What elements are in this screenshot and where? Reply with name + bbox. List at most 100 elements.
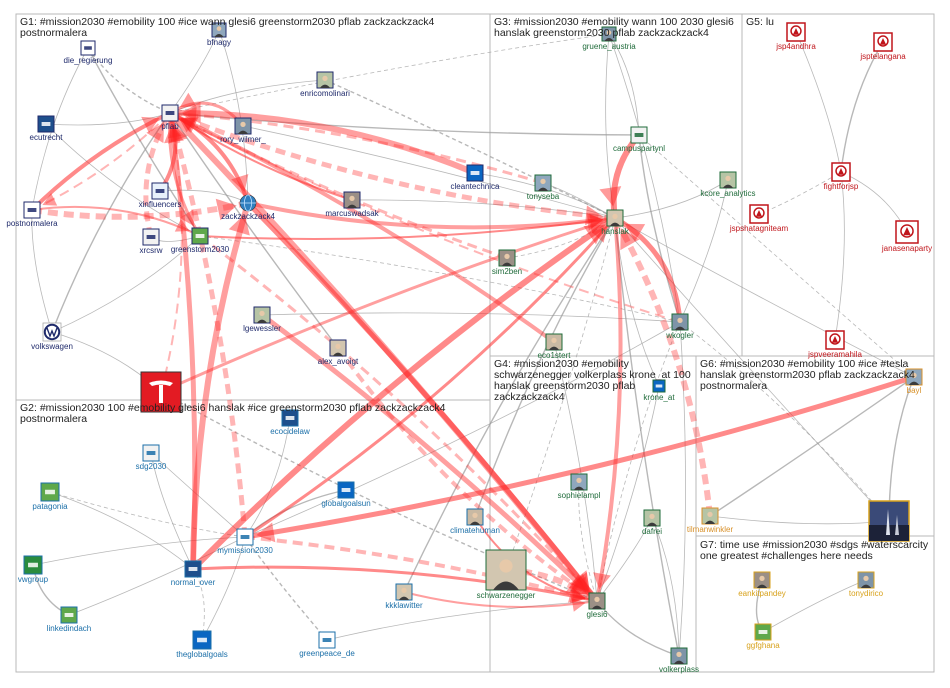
node-xrcsrw[interactable]: xrcsrw — [139, 228, 163, 255]
node-cleantechnica[interactable]: cleantechnica — [451, 164, 500, 191]
arrowhead-climatehuman-glesi6 — [571, 589, 586, 604]
node-greenstorm2030[interactable]: greenstorm2030 — [171, 227, 230, 254]
node-tonyseba[interactable]: tonyseba — [527, 174, 560, 201]
node-kcore_analytics[interactable]: kcore_analytics — [700, 171, 756, 198]
node-label-bfnagy: bfnagy — [207, 38, 231, 47]
node-tonydirico[interactable]: tonydirico — [849, 571, 884, 598]
node-rocket[interactable] — [868, 500, 910, 542]
edge-red-tesla-hanslak — [160, 216, 616, 394]
edge-red-normal_over-hanslak — [190, 215, 617, 572]
edge-red-postnormalera-pflab — [30, 111, 171, 212]
edge-gray-linkedindach-mymission2030 — [68, 536, 246, 616]
node-sim2ben[interactable]: sim2ben — [492, 249, 522, 276]
node-bfnagy[interactable]: bfnagy — [207, 22, 231, 47]
edge-gray-jspveeramahila-fightforjsp — [834, 171, 845, 341]
edge-red-tilmanwinkler-hanslak — [612, 216, 713, 517]
org-logo-icon — [281, 409, 299, 427]
g3-title-line-2: hanslak greenstorm2030 pflab zackzackzac… — [494, 27, 709, 39]
node-jspshatagniteam[interactable]: jspshatagniteam — [729, 204, 789, 233]
g4-title-line-3: hanslak greenstorm2030 pflab — [494, 380, 635, 392]
arrowhead-normal_over-hanslak — [583, 224, 606, 245]
edge-gray-climatehuman-hanslak — [474, 217, 616, 518]
arrowhead-pflab-greenstorm2030 — [179, 209, 194, 227]
edge-red-kkklawitter-glesi6 — [403, 591, 598, 608]
g1-title-line-2: postnormalera — [20, 27, 87, 39]
edge-gray-ecutrecht-pflab — [45, 112, 171, 126]
node-globalgoalsun[interactable]: globalgoalsun — [321, 481, 371, 508]
node-jsptelangana[interactable]: jsptelangana — [859, 32, 906, 61]
node-dafrei[interactable]: dafrei — [642, 509, 662, 536]
edge-gray-tilmanwinkler-bayl — [709, 376, 915, 517]
node-patagonia[interactable]: patagonia — [32, 482, 68, 511]
node-postnormalera[interactable]: postnormalera — [6, 201, 58, 228]
edge-gray-krone_at-glesi6 — [596, 385, 660, 602]
node-theglobalgoals[interactable]: theglobalgoals — [176, 630, 228, 659]
node-hanslak[interactable]: hanslak — [601, 209, 630, 236]
edge-gray-tonydirico-ggfghana — [762, 579, 867, 633]
node-mymission2030[interactable]: mymission2030 — [217, 528, 273, 555]
node-label-linkedindach: linkedindach — [47, 624, 91, 633]
arrowhead-pflab-zackzackzack4 — [231, 173, 249, 192]
party-logo-icon — [749, 204, 769, 224]
node-enricomolinari[interactable]: enricomolinari — [300, 71, 350, 98]
group-title-g3: G3: #mission2030 #emobility wann 100 203… — [494, 16, 737, 39]
edges-gray — [31, 29, 915, 657]
node-bayl[interactable]: bayl — [905, 368, 923, 395]
node-rory_wilmer_[interactable]: rory_wilmer_ — [220, 117, 266, 144]
arrowhead-greenstorm2030-hanslak — [589, 214, 604, 229]
node-vwgroup[interactable]: vwgroup — [18, 555, 49, 584]
node-schwarzenegger[interactable]: schwarzenegger — [477, 549, 536, 600]
node-sophielampl[interactable]: sophielampl — [558, 473, 601, 500]
node-sdg2030[interactable]: sdg2030 — [136, 444, 167, 471]
node-volkerplass[interactable]: volkerplass — [659, 647, 699, 674]
node-label-enricomolinari: enricomolinari — [300, 89, 350, 98]
node-volkswagen[interactable]: volkswagen — [31, 322, 73, 351]
node-glesi6[interactable]: glesi6 — [587, 592, 608, 619]
edge-gray-bayl-campuspartynl — [638, 134, 915, 378]
node-kkklawitter[interactable]: kkklawitter — [385, 583, 423, 610]
node-marcuswadsak[interactable]: marcuswadsak — [325, 191, 380, 218]
node-janasenaparty[interactable]: janasenaparty — [881, 220, 932, 253]
node-eco1stert[interactable]: eco1stert — [538, 333, 572, 360]
node-label-vwgroup: vwgroup — [18, 575, 49, 584]
node-ecutrecht[interactable]: ecutrecht — [30, 115, 64, 142]
edge-red-pflab-postnormalera — [31, 112, 171, 211]
node-greenpeace_de[interactable]: greenpeace_de — [299, 631, 355, 658]
node-ggfghana[interactable]: ggfghana — [746, 623, 780, 650]
group-frames — [15, 13, 935, 673]
node-tilmanwinkler[interactable]: tilmanwinkler — [687, 507, 734, 534]
node-xinfluencers[interactable]: xinfluencers — [139, 182, 182, 209]
g7-title-line-2: one greatest #challenges here needs — [700, 550, 873, 562]
node-jspveeramahila[interactable]: jspveeramahila — [807, 330, 862, 359]
arrowhead-campuspartynl-hanslak — [599, 186, 622, 207]
node-linkedindach[interactable]: linkedindach — [47, 606, 91, 633]
node-campuspartynl[interactable]: campuspartynl — [613, 126, 665, 153]
node-normal_over[interactable]: normal_over — [171, 560, 216, 587]
edge-gray-volkswagen-greenstorm2030 — [51, 235, 201, 333]
arrowhead-kkklawitter-glesi6 — [571, 597, 586, 612]
node-ecocidelaw[interactable]: ecocidelaw — [270, 409, 310, 436]
user-avatar-icon — [601, 26, 617, 42]
arrowhead-tesla-hanslak — [587, 218, 604, 234]
arrowhead-cleantechnica-pflab — [181, 101, 201, 124]
node-climatehuman[interactable]: climatehuman — [450, 508, 500, 535]
node-label-lgewessler: lgewessler — [243, 324, 281, 333]
edge-red-zackzackzack4-glesi6 — [246, 201, 599, 603]
arrowhead-marcuswadsak-pflab — [179, 119, 195, 133]
node-alex_avoigt[interactable]: alex_avoigt — [318, 339, 359, 366]
node-die_regierung[interactable]: die_regierung — [64, 40, 113, 65]
node-lgewessler[interactable]: lgewessler — [243, 306, 281, 333]
node-eankitpandey[interactable]: eankitpandey — [738, 571, 786, 598]
node-tesla[interactable] — [140, 371, 182, 413]
g2-title-line-1: G2: #mission2030 100 #emobility glesi6 h… — [20, 402, 446, 414]
node-fightforjsp[interactable]: fightforjsp — [824, 162, 859, 191]
edge-gray-ecutrecht-greenstorm2030 — [45, 123, 201, 237]
node-zackzackzack4[interactable]: zackzackzack4 — [221, 194, 275, 221]
arrowhead-xinfluencers-pflab — [170, 123, 188, 143]
node-jsp4andhra[interactable]: jsp4andhra — [775, 22, 816, 51]
node-wkogler[interactable]: wkogler — [665, 313, 694, 340]
node-pflab[interactable]: pflab — [161, 104, 179, 131]
node-gruene_austria[interactable]: gruene_austria — [582, 26, 636, 51]
g6-title-line-1: G6: #mission2030 #emobility 100 #ice #te… — [700, 358, 909, 370]
node-krone_at[interactable]: krone_at — [643, 379, 675, 402]
